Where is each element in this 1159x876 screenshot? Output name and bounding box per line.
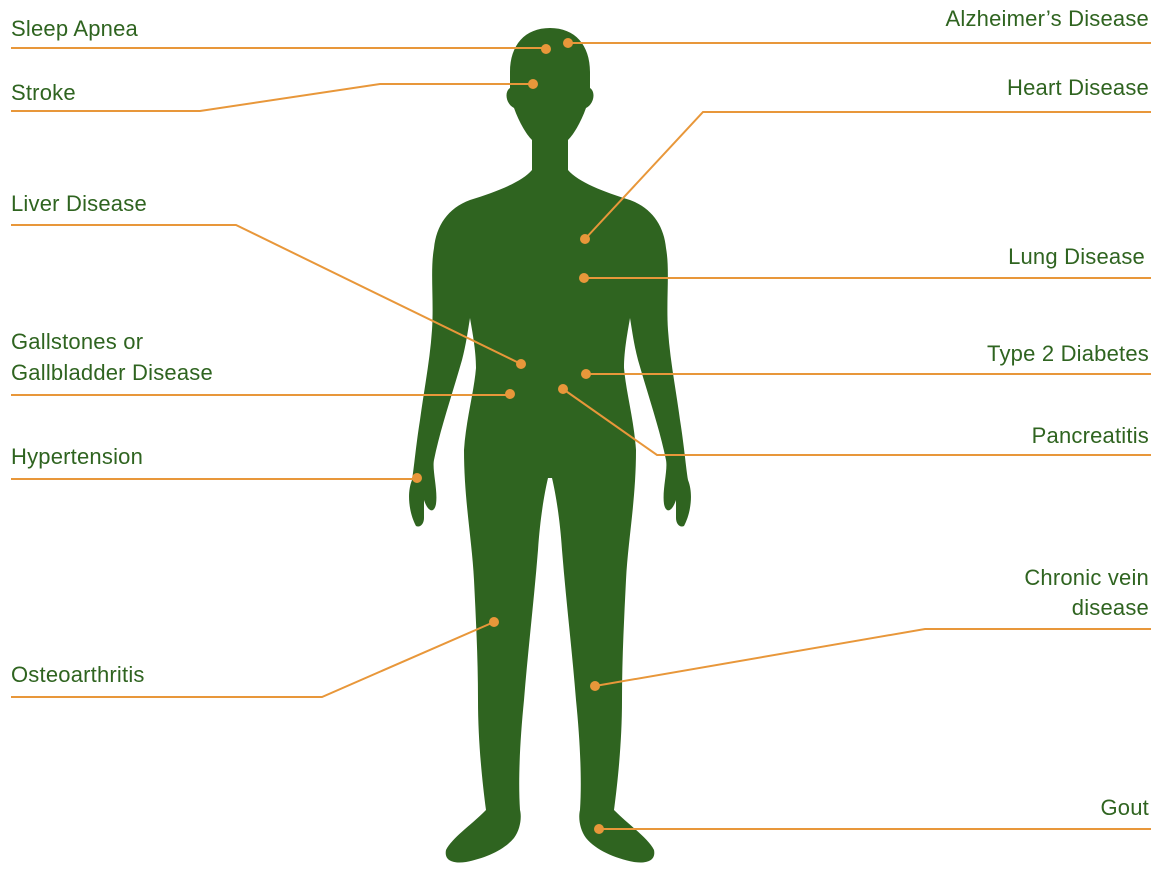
label-heart-disease: Heart Disease <box>1007 73 1149 103</box>
label-osteoarthritis: Osteoarthritis <box>11 660 145 690</box>
label-liver-disease: Liver Disease <box>11 189 147 219</box>
leader-stroke <box>11 84 533 111</box>
dot-liver-disease <box>516 359 526 369</box>
dot-gallstones <box>505 389 515 399</box>
label-chronic-vein-line2: disease <box>1072 593 1149 623</box>
dot-gout <box>594 824 604 834</box>
dot-sleep-apnea <box>541 44 551 54</box>
dot-pancreatitis <box>558 384 568 394</box>
leader-heart-disease <box>585 112 1151 239</box>
label-stroke: Stroke <box>11 78 76 108</box>
dot-stroke <box>528 79 538 89</box>
label-lung-disease: Lung Disease <box>1008 242 1145 272</box>
label-gout: Gout <box>1101 793 1150 823</box>
label-gallstones-line2: Gallbladder Disease <box>11 358 213 388</box>
human-silhouette <box>409 28 691 863</box>
label-sleep-apnea: Sleep Apnea <box>11 14 138 44</box>
dot-hypertension <box>412 473 422 483</box>
label-pancreatitis: Pancreatitis <box>1032 421 1149 451</box>
dot-osteoarthritis <box>489 617 499 627</box>
dot-lung-disease <box>579 273 589 283</box>
dot-type2-diabetes <box>581 369 591 379</box>
label-type2-diabetes: Type 2 Diabetes <box>987 339 1149 369</box>
label-alzheimers: Alzheimer’s Disease <box>945 4 1149 34</box>
dot-heart-disease <box>580 234 590 244</box>
head-shape <box>409 28 691 863</box>
dot-chronic-vein <box>590 681 600 691</box>
label-gallstones-line1: Gallstones or <box>11 327 143 357</box>
label-hypertension: Hypertension <box>11 442 143 472</box>
leader-chronic-vein <box>595 629 1151 686</box>
label-chronic-vein-line1: Chronic vein <box>1024 563 1149 593</box>
dot-alzheimers <box>563 38 573 48</box>
